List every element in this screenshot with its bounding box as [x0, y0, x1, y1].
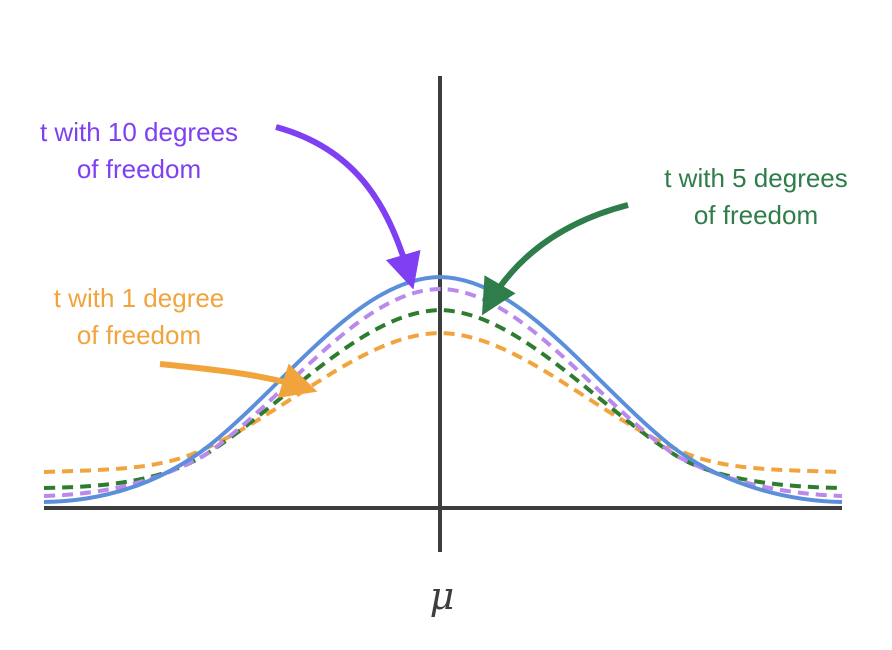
label-t-5-df: t with 5 degrees of freedom — [620, 160, 892, 234]
label-t-10-line1: t with 10 degrees — [39, 117, 238, 147]
label-t-5-line1: t with 5 degrees — [664, 163, 848, 193]
label-t-1-line2: of freedom — [76, 320, 202, 350]
label-t-1-line1: t with 1 degree — [53, 283, 225, 313]
normal-curve — [43, 274, 843, 504]
label-t-1-df: t with 1 degree of freedom — [8, 280, 270, 354]
label-t-10-df: t with 10 degrees of freedom — [6, 114, 272, 188]
label-t-5-line2: of freedom — [693, 200, 819, 230]
label-t-10-line2: of freedom — [76, 154, 202, 184]
arrow-df1 — [159, 361, 318, 398]
arrow-df5 — [481, 202, 629, 316]
arrow-df10 — [275, 124, 421, 290]
mu-axis-label: μ — [429, 574, 455, 618]
